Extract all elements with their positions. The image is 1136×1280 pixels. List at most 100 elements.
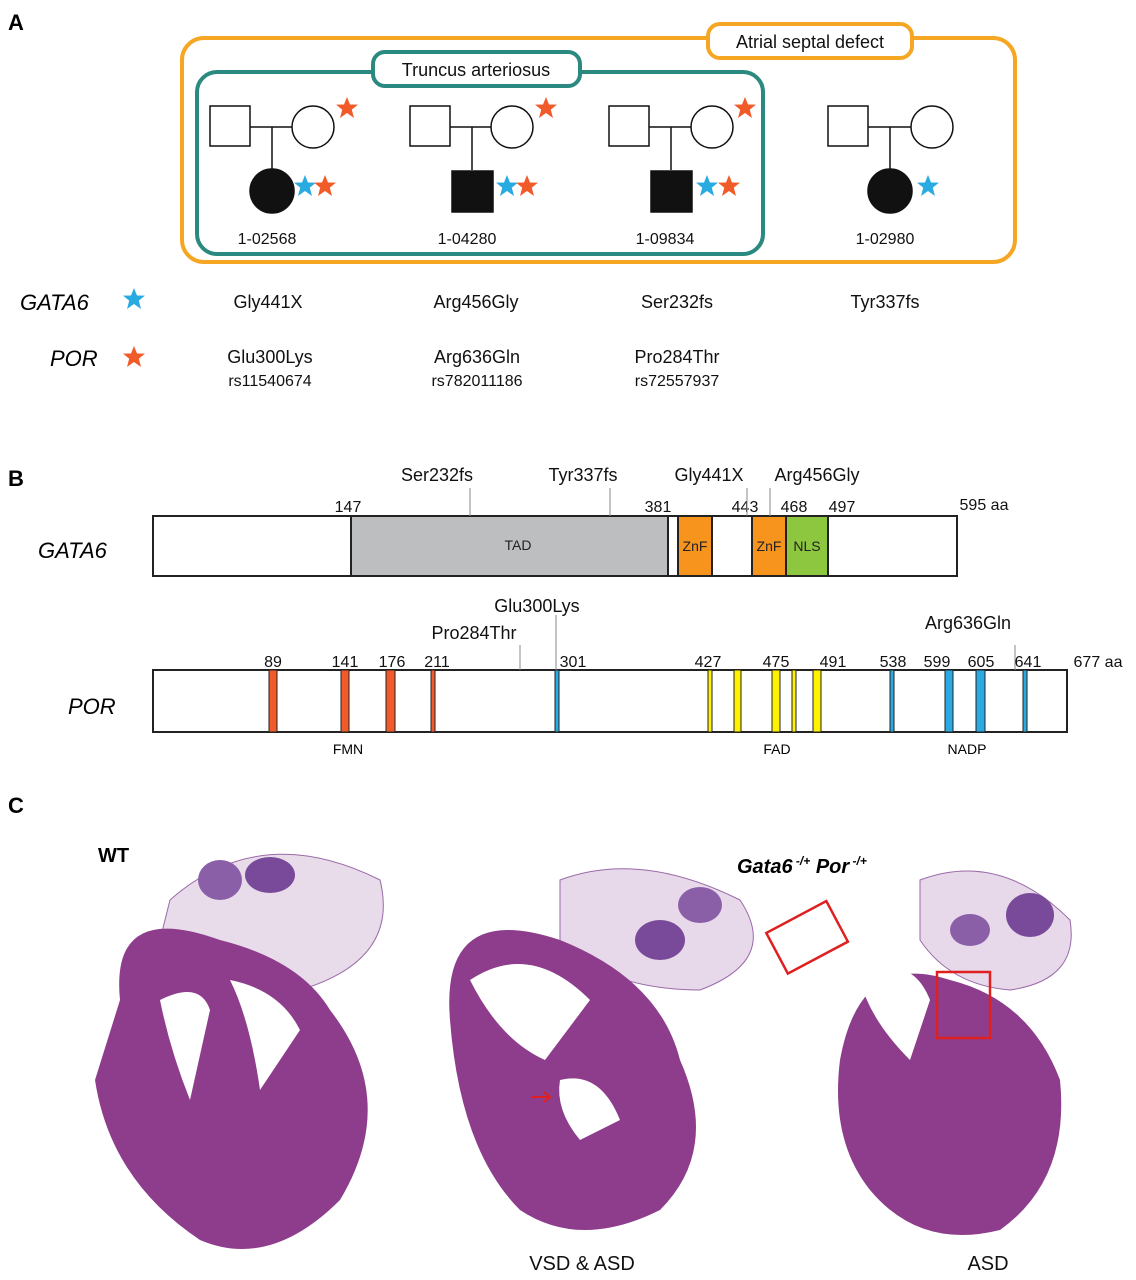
- tick-label: 381: [645, 499, 672, 516]
- por-star-icon: [734, 97, 756, 118]
- panel-label-b: B: [8, 466, 24, 491]
- domain-label: NADP: [948, 741, 987, 757]
- highlight-box: [935, 970, 992, 1040]
- tick-label: 497: [829, 499, 856, 516]
- family-id: 1-02980: [856, 231, 915, 248]
- asd-label: Atrial septal defect: [736, 32, 884, 52]
- mother-symbol: [690, 105, 734, 149]
- gata6-gene-label: GATA6: [38, 538, 108, 563]
- gata6-variant: Arg456Gly: [433, 292, 518, 312]
- father-symbol: [827, 105, 869, 147]
- gata6-star-icon: [917, 175, 939, 196]
- gata6-variant: Ser232fs: [641, 292, 713, 312]
- asd-label-box: [706, 22, 914, 60]
- mutation-label: Tyr337fs: [548, 465, 617, 485]
- family-id: 1-02568: [238, 231, 297, 248]
- affected-male-symbol: [650, 170, 693, 213]
- truncus-label-box: [371, 50, 582, 88]
- nls-label: NLS: [793, 538, 820, 554]
- tick-label: 538: [880, 654, 907, 671]
- mutation-label: Ser232fs: [401, 465, 473, 485]
- mutant-heart-section-vsd-asd: [449, 868, 850, 1230]
- family-id: 1-09834: [636, 231, 695, 248]
- tick-label: 475: [763, 654, 790, 671]
- znf-label: ZnF: [757, 538, 782, 554]
- por-star-icon: [336, 97, 358, 118]
- wt-label: WT: [98, 845, 129, 867]
- por-variant: Pro284Thr: [634, 347, 719, 367]
- mutation-label: Arg456Gly: [774, 465, 859, 485]
- mutation-label: Gly441X: [674, 465, 743, 485]
- por-star-icon: [123, 346, 145, 367]
- tick-label: 443: [732, 499, 759, 516]
- znf-domain: [677, 515, 713, 577]
- por-star-icon: [516, 175, 538, 196]
- father-symbol: [209, 105, 251, 147]
- caption-asd: ASD: [967, 1253, 1008, 1275]
- por-star-icon: [314, 175, 336, 196]
- panel-label-a: A: [8, 10, 24, 35]
- father-symbol: [409, 105, 451, 147]
- mutation-label: Glu300Lys: [494, 596, 579, 616]
- domain-label: FMN: [333, 741, 363, 757]
- znf-domain: [751, 515, 787, 577]
- red-arrow-icon: [532, 1091, 552, 1103]
- tick-label: 176: [379, 654, 406, 671]
- tick-label: 141: [332, 654, 359, 671]
- gata6-legend-label: GATA6: [20, 290, 90, 315]
- tick-label: 491: [820, 654, 847, 671]
- tick-label: 301: [560, 654, 587, 671]
- por-legend-label: POR: [50, 346, 98, 371]
- nls-domain: [785, 515, 829, 577]
- father-symbol: [608, 105, 650, 147]
- tick-label: 468: [781, 499, 808, 516]
- affected-male-symbol: [451, 170, 494, 213]
- mutant-genotype-label: Gata6 -/+ Por -/+: [737, 854, 867, 878]
- mutant-heart-section-asd: [838, 870, 1072, 1235]
- gata6-star-icon: [294, 175, 316, 196]
- truncus-group-box: [195, 70, 765, 256]
- por-protein-bar: [152, 669, 1068, 733]
- gata6-star-icon: [696, 175, 718, 196]
- por-variant: Arg636Gln: [434, 347, 520, 367]
- mutation-label: Pro284Thr: [431, 623, 516, 643]
- rs-id: rs782011186: [431, 373, 522, 390]
- affected-female-symbol: [867, 168, 913, 214]
- domain-label: FAD: [763, 741, 790, 757]
- tad-label: TAD: [505, 537, 532, 553]
- tick-label: 427: [695, 654, 722, 671]
- rs-id: rs72557937: [635, 373, 720, 390]
- length-label: 595 aa: [960, 497, 1009, 514]
- mutation-label: Arg636Gln: [925, 613, 1011, 633]
- por-gene-label: POR: [68, 694, 116, 719]
- tick-label: 211: [424, 654, 450, 671]
- panel-label-c: C: [8, 793, 24, 818]
- rs-id: rs11540674: [228, 373, 311, 390]
- tick-label: 599: [924, 654, 951, 671]
- gata6-star-icon: [123, 288, 145, 309]
- tick-label: 147: [335, 499, 362, 516]
- caption-vsd-asd: VSD & ASD: [529, 1253, 635, 1275]
- tick-label: 605: [968, 654, 995, 671]
- length-label: 677 aa: [1074, 654, 1123, 671]
- asd-group-box: [180, 36, 1017, 264]
- family-id: 1-04280: [438, 231, 497, 248]
- tad-domain: [350, 515, 669, 577]
- affected-female-symbol: [249, 168, 295, 214]
- mother-symbol: [291, 105, 335, 149]
- tick-label: 641: [1015, 654, 1042, 671]
- por-star-icon: [535, 97, 557, 118]
- gata6-variant: Gly441X: [233, 292, 302, 312]
- por-variant: Glu300Lys: [227, 347, 312, 367]
- mother-symbol: [910, 105, 954, 149]
- wt-heart-section: [95, 853, 384, 1249]
- tick-label: 89: [264, 654, 282, 671]
- gata6-protein-bar: [152, 515, 958, 577]
- por-star-icon: [718, 175, 740, 196]
- mother-symbol: [490, 105, 534, 149]
- truncus-label: Truncus arteriosus: [402, 60, 550, 80]
- znf-label: ZnF: [683, 538, 708, 554]
- gata6-variant: Tyr337fs: [850, 292, 919, 312]
- highlight-box: [764, 899, 850, 976]
